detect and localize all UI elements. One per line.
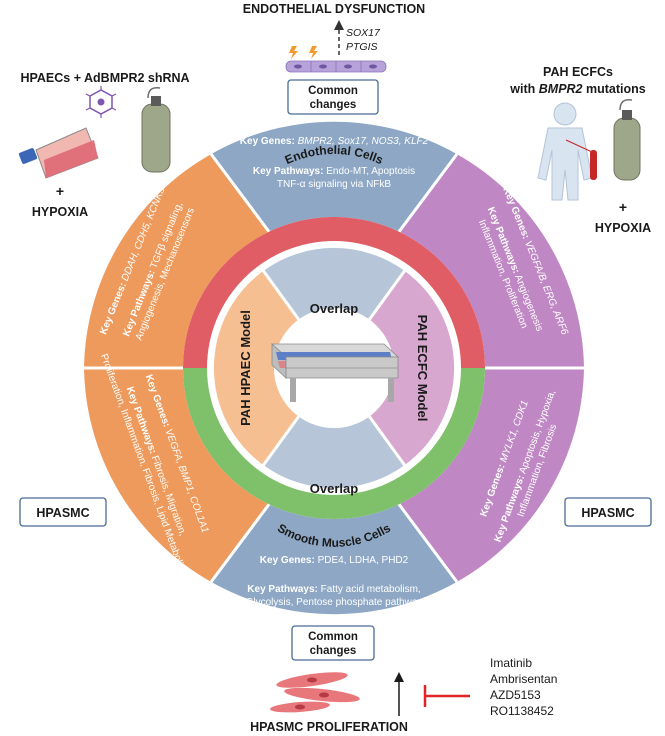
hpaec-model-label: PAH HPAEC Model	[238, 310, 253, 426]
endothelial-band	[183, 217, 485, 368]
segment-top-text: Key Genes: BMPR2, Sox17, NOS3, KLF2 Key …	[240, 136, 429, 190]
ecfc-title-line2: with BMPR2 mutations	[509, 82, 645, 96]
sox17-label: SOX17	[346, 27, 381, 39]
svg-text:changes: changes	[310, 645, 357, 657]
common-changes-top-box: Common changes	[287, 79, 379, 115]
up-arrow-bottom-icon	[394, 672, 404, 716]
segment-dividers	[84, 153, 584, 583]
endothelial-cells-icon	[285, 60, 387, 73]
svg-text:Common: Common	[308, 85, 358, 97]
ecfc-model-sector	[369, 270, 455, 466]
segment-left-upper	[84, 154, 271, 368]
hpaec-title: HPAECs + AdBMPR2 shRNA	[20, 71, 189, 85]
overlap-top-label: Overlap	[310, 301, 358, 316]
gas-cylinder-icon-left	[141, 86, 171, 173]
svg-text:Key Pathways: Endo-MT, Apoptos: Key Pathways: Endo-MT, Apoptosis	[253, 166, 415, 177]
drug-list: Imatinib Ambrisentan AZD5153 RO1138452	[490, 656, 557, 718]
smooth-muscle-cells-icon	[270, 672, 360, 713]
svg-text:Key Genes: BMPR2, Sox17, NOS3,: Key Genes: BMPR2, Sox17, NOS3, KLF2	[240, 136, 429, 147]
drug-item: Ambrisentan	[490, 672, 557, 686]
right-hypoxia: HYPOXIA	[595, 221, 651, 235]
segment-right-lower	[397, 368, 584, 582]
microfluidic-device-icon	[270, 343, 400, 402]
segment-bottom-text: Key Genes: PDE4, LDHA, PHD2 Key Pathways…	[246, 555, 423, 608]
culture-flask-icon	[18, 127, 99, 179]
blood-tube-icon	[565, 139, 597, 180]
segment-bottom	[211, 502, 457, 615]
hpasmc-left-box: HPASMC	[19, 497, 107, 527]
up-arrow-icon	[334, 20, 344, 55]
overlap-bottom-sector	[263, 416, 405, 489]
lightning-icon	[289, 46, 318, 59]
svg-text:TNF-α signaling via NFkB: TNF-α signaling via NFkB	[277, 179, 391, 190]
svg-text:Key Genes: PDE4, LDHA, PHD2: Key Genes: PDE4, LDHA, PHD2	[260, 555, 409, 566]
gas-cylinder-icon-right	[613, 98, 641, 181]
hpasmc-proliferation-title: HPASMC PROLIFERATION	[250, 720, 408, 734]
svg-text:changes: changes	[310, 99, 357, 111]
inhibitor-icon	[423, 685, 470, 707]
svg-text:HPASMC: HPASMC	[581, 506, 634, 520]
overlap-top-sector	[263, 247, 405, 320]
human-figure-icon	[537, 102, 593, 201]
virus-icon	[85, 86, 117, 118]
drug-item: RO1138452	[490, 704, 554, 718]
ptgis-label: PTGIS	[346, 41, 378, 53]
drug-item: Imatinib	[490, 656, 532, 670]
segment-left-lower	[84, 368, 271, 582]
svg-text:Key Pathways: Fatty acid metab: Key Pathways: Fatty acid metabolism,	[247, 584, 420, 595]
common-changes-bottom-box: Common changes	[291, 625, 375, 661]
segment-top	[211, 121, 457, 234]
ecfc-title-line1: PAH ECFCs	[543, 65, 613, 79]
ecfc-model-label: PAH ECFC Model	[415, 315, 430, 422]
endothelial-dysfunction-title: ENDOTHELIAL DYSFUNCTION	[243, 2, 425, 16]
hpasmc-right-box: HPASMC	[564, 497, 652, 527]
overlap-bottom-label: Overlap	[310, 481, 358, 496]
hpaec-model-sector	[213, 270, 299, 466]
svg-text:HPASMC: HPASMC	[36, 506, 89, 520]
svg-text:Common: Common	[308, 631, 358, 643]
smooth-muscle-band	[183, 368, 485, 519]
right-plus: +	[619, 199, 627, 215]
left-hypoxia: HYPOXIA	[32, 205, 88, 219]
segment-right-upper	[397, 154, 584, 368]
drug-item: AZD5153	[490, 688, 541, 702]
svg-text:Glycolysis, Pentose phosphate: Glycolysis, Pentose phosphate pathway	[246, 597, 423, 608]
left-plus: +	[56, 183, 64, 199]
